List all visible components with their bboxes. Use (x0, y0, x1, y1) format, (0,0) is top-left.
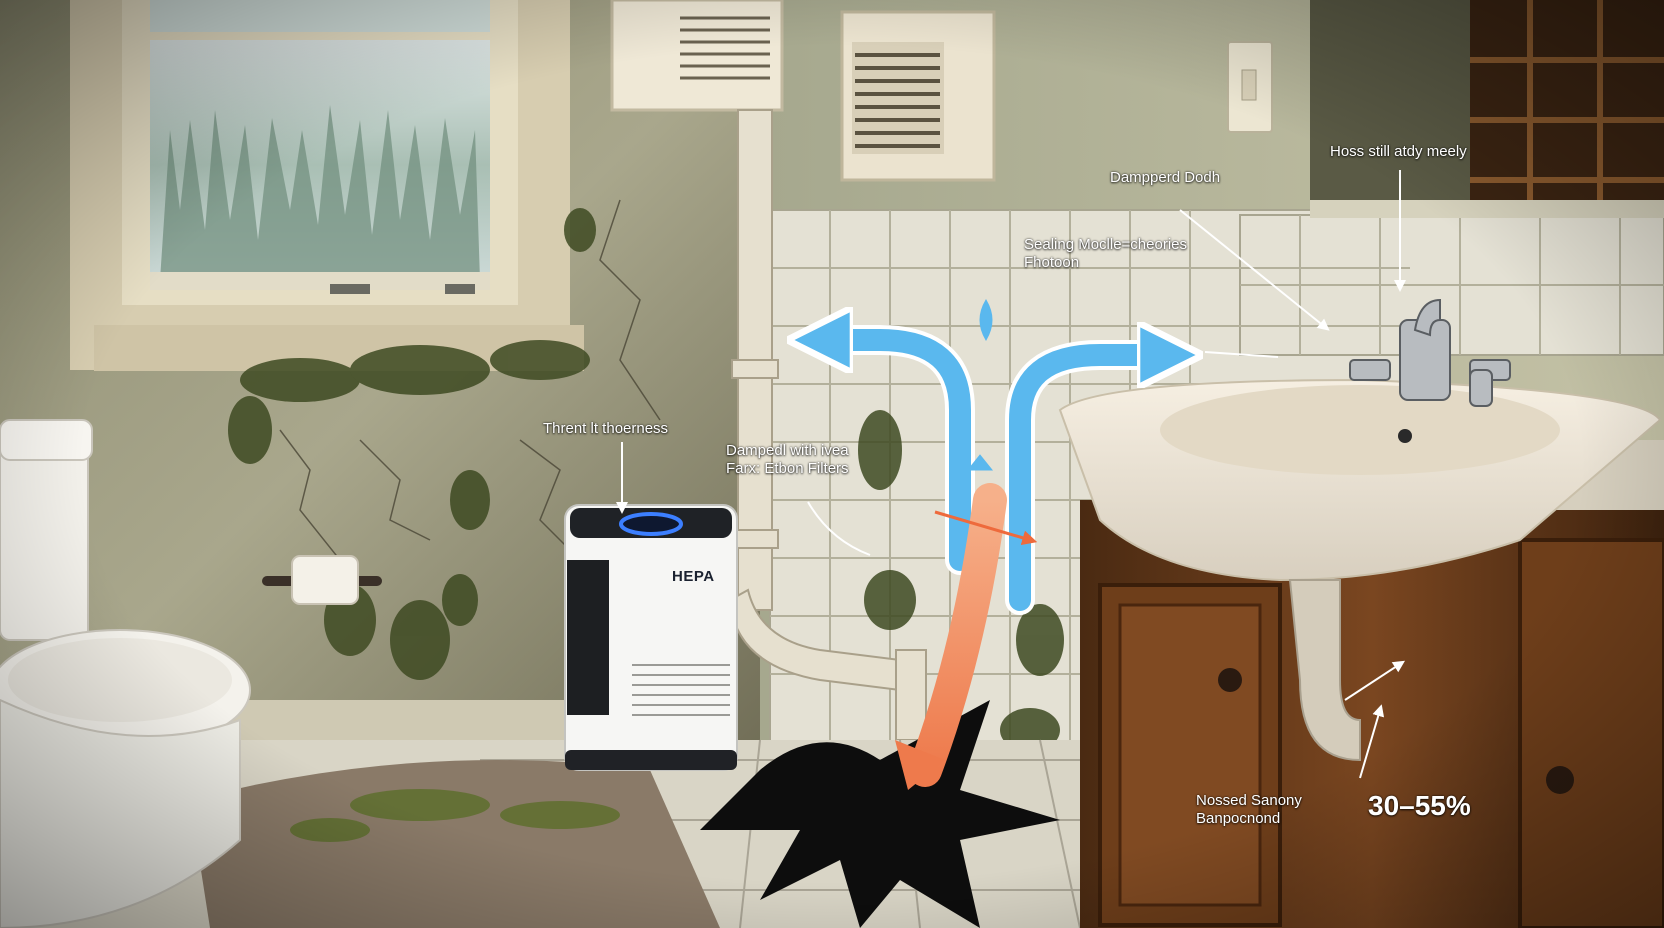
plumbing-line-2: Banpocnond (1196, 810, 1281, 827)
mirror-callout: Hoss still atdy meely (1330, 143, 1467, 160)
purifier-brand-label: HEPA (672, 568, 715, 585)
damper-callout: Dampperd Dodh (1110, 169, 1221, 186)
sealing-line-2: Fhotoon (1024, 254, 1080, 271)
sealing-callout: Sealing Moclle=cheories Fhotoon (1024, 236, 1187, 272)
dampened-filters-callout: Dampedl with ivea Farx: Etbon Filters (726, 442, 849, 478)
dampened-filters-line-2: Farx: Etbon Filters (726, 460, 849, 477)
plumbing-line-1: Nossed Sanony (1196, 792, 1302, 809)
dampened-filters-line-1: Dampedl with ivea (726, 442, 849, 459)
humidity-range-label: 30–55% (1368, 790, 1471, 821)
air-purifier-callout: Thrent lt thoerness (543, 420, 669, 437)
sealing-line-1: Sealing Moclle=cheories (1024, 236, 1188, 253)
plumbing-callout: Nossed Sanony Banpocnond (1196, 792, 1302, 828)
